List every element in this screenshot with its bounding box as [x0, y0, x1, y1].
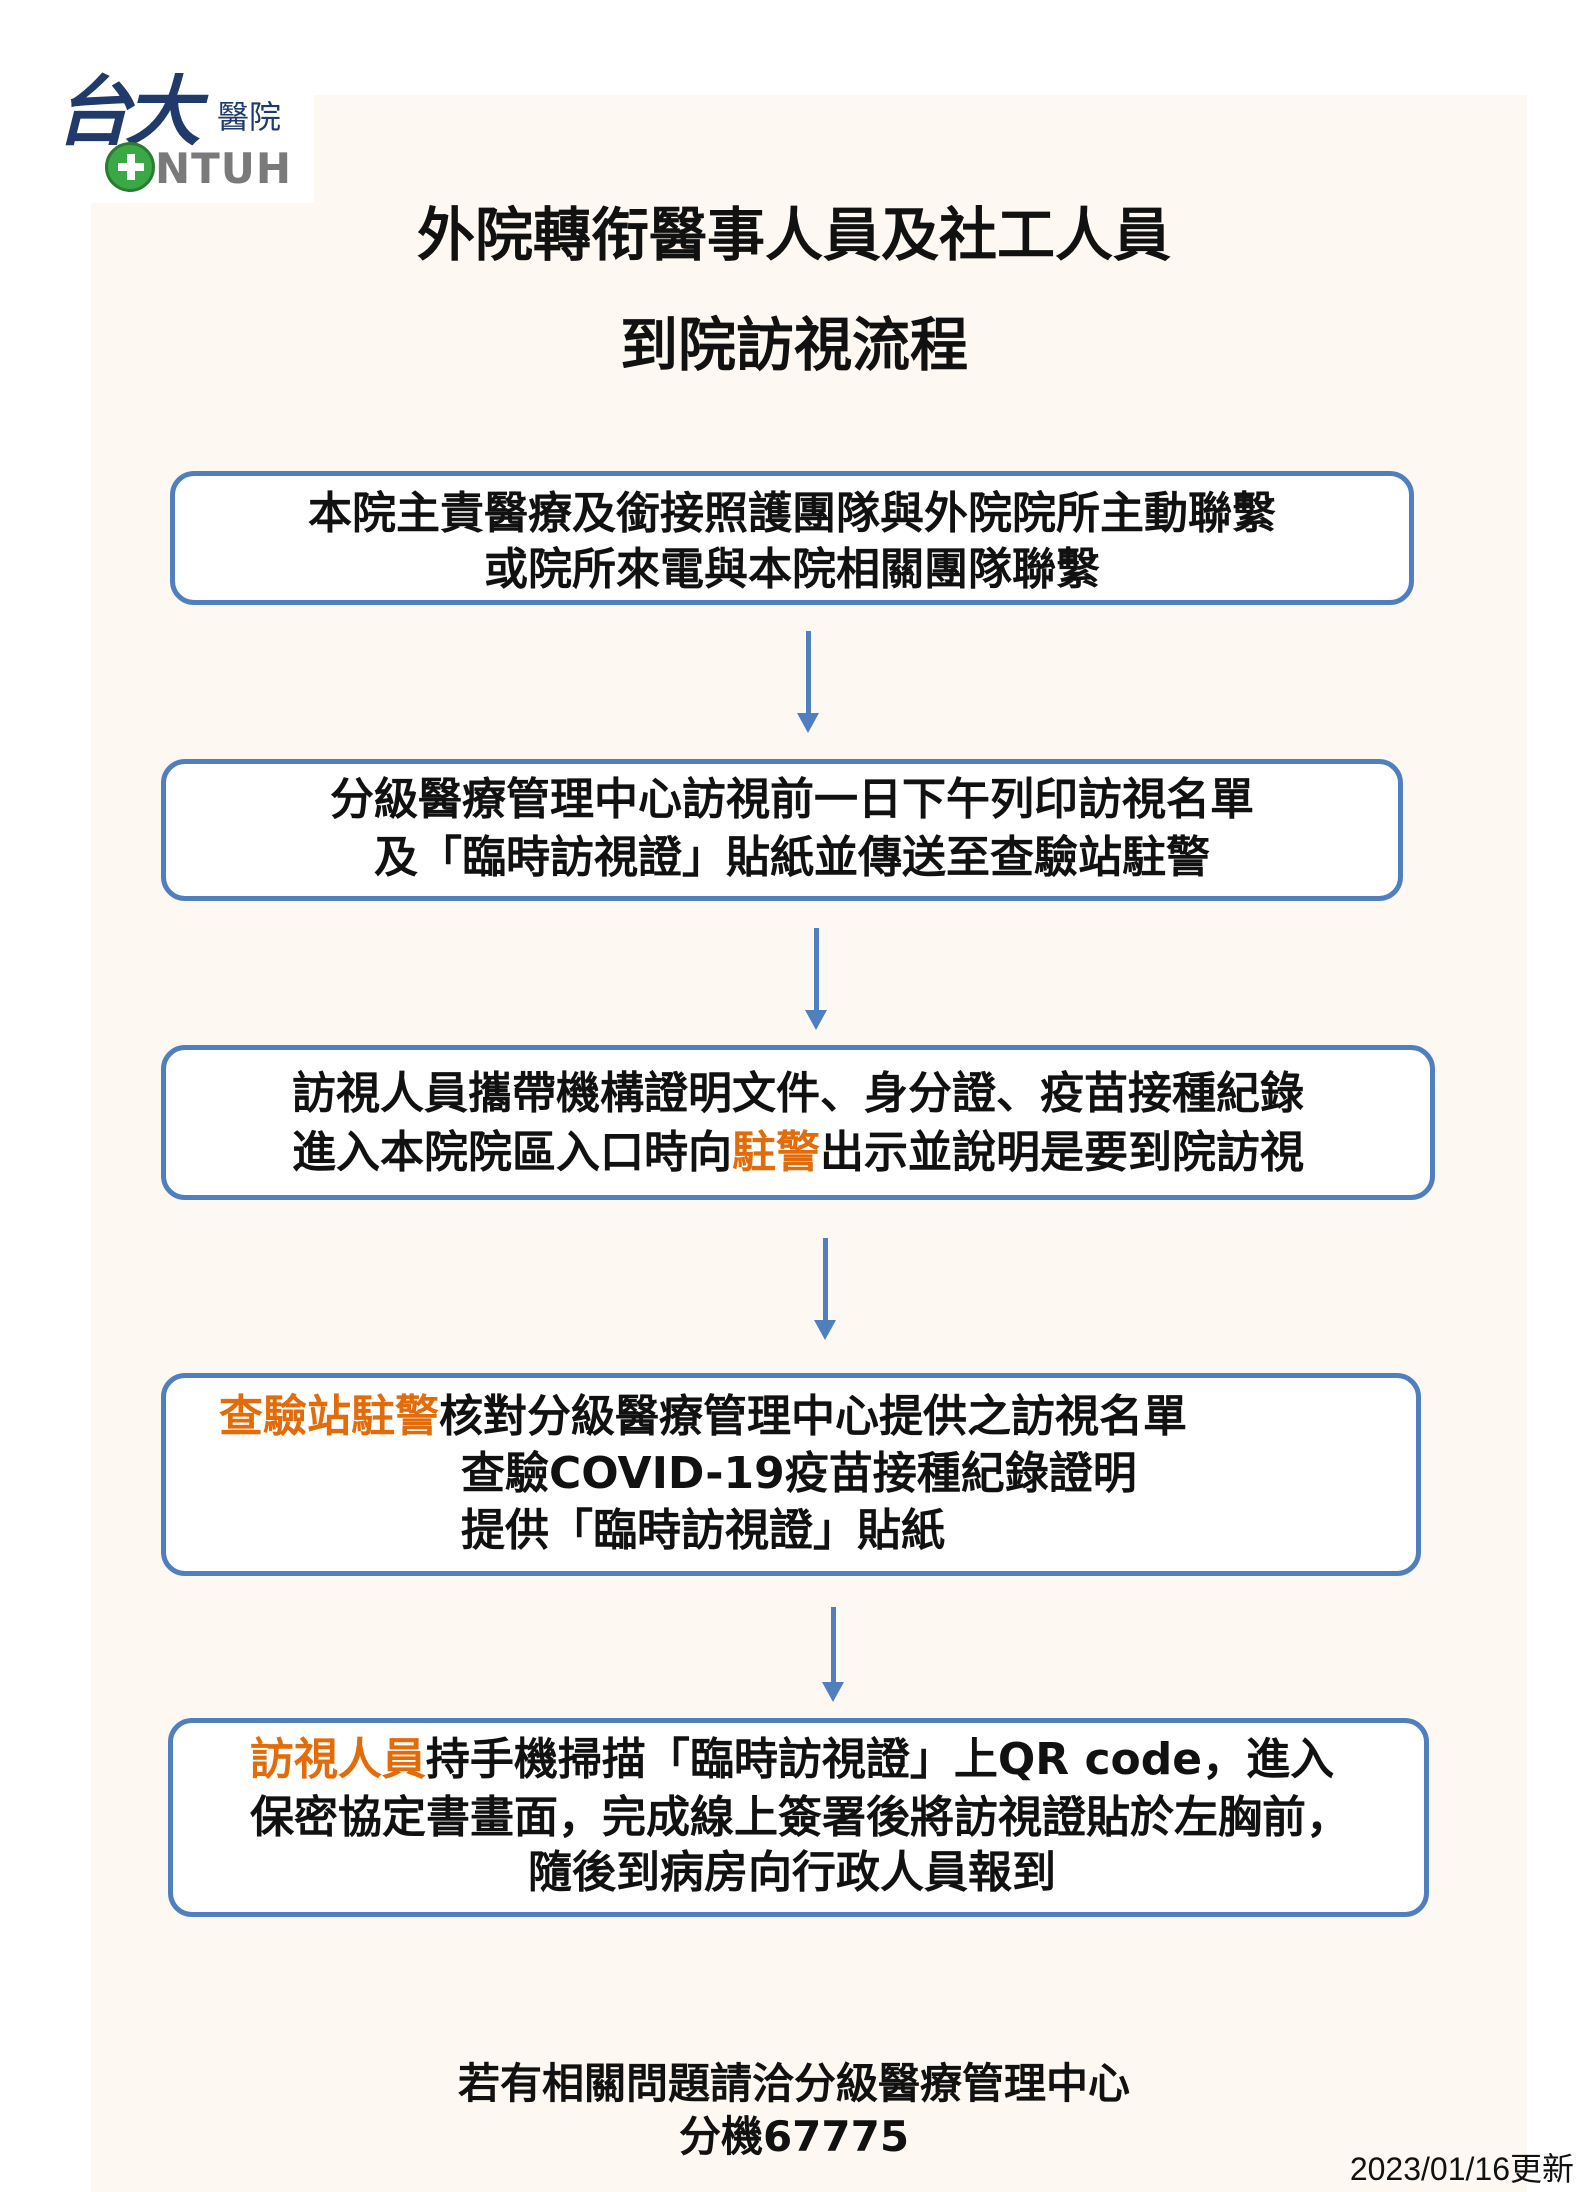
step-3-line-1: 訪視人員攜帶機構證明文件、身分證、疫苗接種紀錄	[292, 1068, 1304, 1119]
step-4-text: 核對分級醫療管理中心提供之訪視名單	[439, 1391, 1187, 1442]
arrow-down-icon	[822, 1607, 844, 1702]
step-4-box	[161, 1373, 1421, 1576]
step-2-box	[161, 759, 1403, 901]
updated-date: 2023/01/16更新	[1349, 2151, 1574, 2187]
logo-chars: 台大	[55, 67, 201, 156]
arrow-down-icon	[797, 631, 819, 733]
footer-extension: 分機67775	[678, 2112, 910, 2161]
ntuh-logo: 台大 醫院 NTUH	[49, 56, 314, 203]
step-1-box	[170, 471, 1414, 605]
step-4-highlight: 查驗站駐警	[219, 1391, 439, 1442]
medical-cross-icon	[105, 142, 155, 192]
page-title-line2: 到院訪視流程	[619, 311, 968, 379]
step-1-line-2: 或院所來電與本院相關團隊聯繫	[484, 544, 1100, 595]
logo-abbr: NTUH	[155, 144, 293, 193]
page-title-line1: 外院轉衔醫事人員及社工人員	[416, 201, 1171, 269]
step-2-line-1: 分級醫療管理中心訪視前一日下午列印訪視名單	[330, 774, 1254, 825]
logo-hospital: 醫院	[217, 98, 282, 136]
step-3-text: 進入本院院區入口時向	[292, 1127, 732, 1178]
step-3-highlight: 駐警	[732, 1127, 820, 1178]
arrow-down-icon	[805, 928, 827, 1030]
step-5-line-3: 隨後到病房向行政人員報到	[528, 1847, 1056, 1898]
step-4-line-1: 查驗站駐警核對分級醫療管理中心提供之訪視名單	[219, 1392, 1187, 1442]
step-4-line-2: 查驗COVID-19疫苗接種紀錄證明	[461, 1448, 1137, 1499]
step-5-box	[168, 1718, 1429, 1917]
step-5-text: 持手機掃描「臨時訪視證」上QR code，進入	[425, 1734, 1335, 1785]
step-1-line-1: 本院主責醫療及銜接照護團隊與外院院所主動聯繫	[308, 488, 1276, 539]
step-5-line-2: 保密協定書畫面，完成線上簽署後將訪視證貼於左胸前，	[250, 1792, 1350, 1843]
step-3-text: 出示並說明是要到院訪視	[820, 1127, 1304, 1178]
step-4-line-3: 提供「臨時訪視證」貼紙	[461, 1505, 945, 1556]
step-5-highlight: 訪視人員	[249, 1734, 426, 1785]
step-3-line-2: 進入本院院區入口時向駐警出示並說明是要到院訪視	[292, 1128, 1304, 1178]
arrow-down-icon	[814, 1238, 836, 1340]
step-3-box	[161, 1045, 1435, 1200]
step-5-line-1: 訪視人員持手機掃描「臨時訪視證」上QR code，進入	[250, 1735, 1334, 1785]
step-2-line-2: 及「臨時訪視證」貼紙並傳送至查驗站駐警	[374, 832, 1210, 883]
footer-contact: 若有相關問題請洽分級醫療管理中心	[457, 2059, 1130, 2108]
